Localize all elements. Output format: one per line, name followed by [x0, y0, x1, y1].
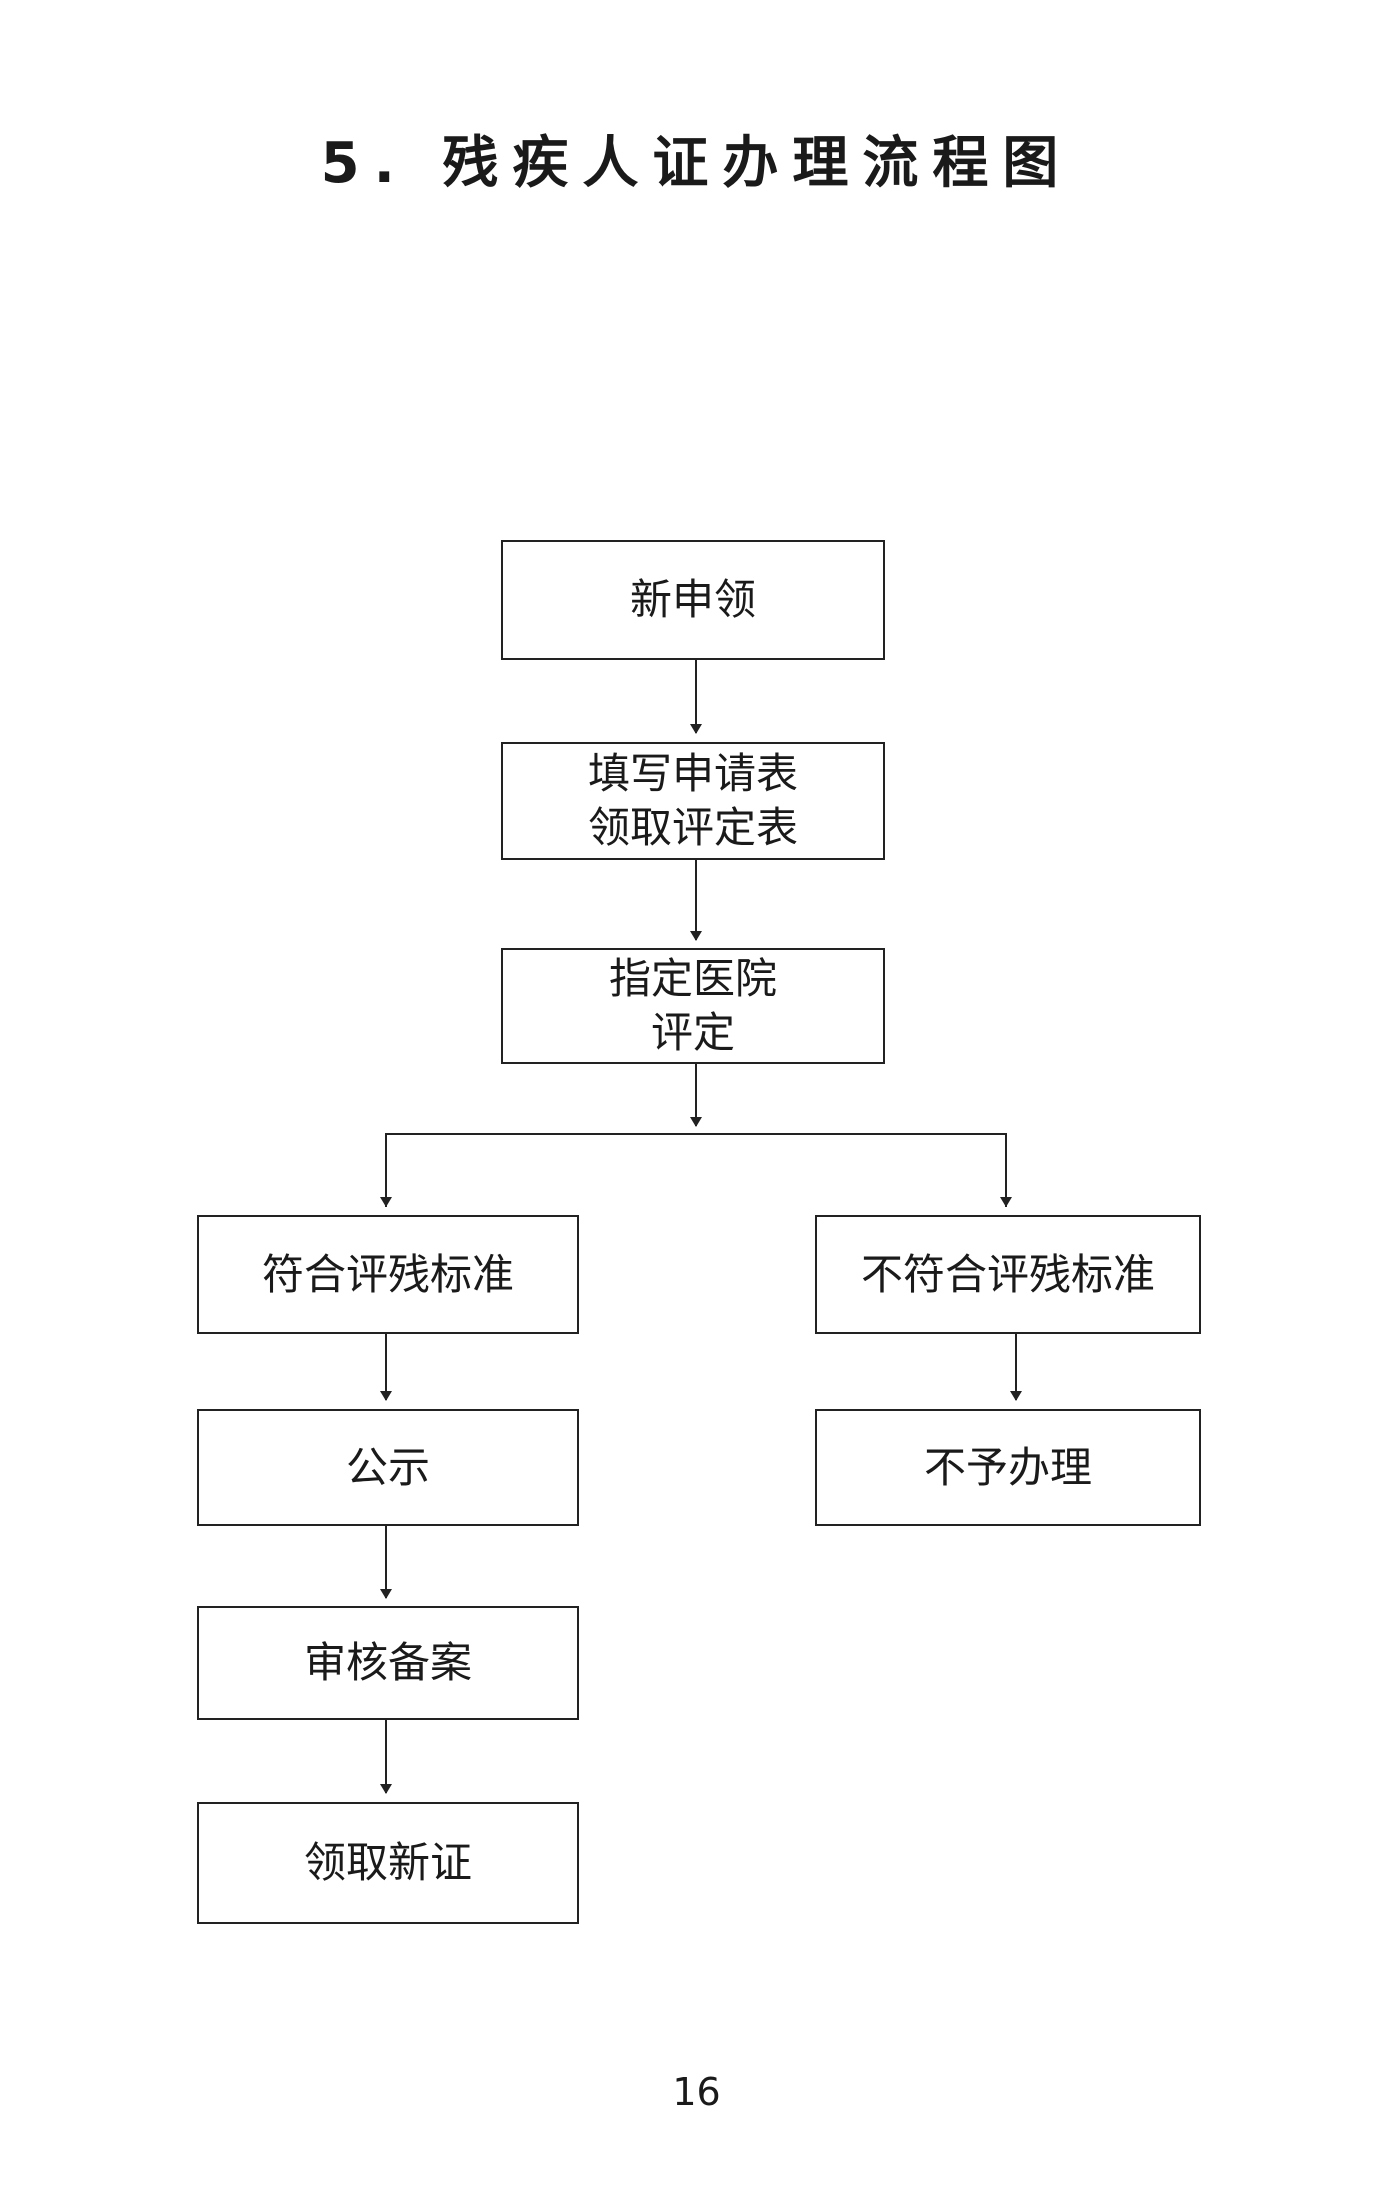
node-hospital-evaluation: 指定医院 评定: [501, 948, 885, 1064]
page-title: 5. 残疾人证办理流程图: [320, 131, 1073, 196]
node-label-line1: 指定医院: [608, 954, 777, 1003]
node-label: 审核备案: [303, 1638, 472, 1687]
node-label: 不予办理: [923, 1442, 1092, 1492]
node-publicize: 公示: [197, 1409, 579, 1526]
node-label: 不符合评残标准: [860, 1249, 1155, 1299]
node-label-line2: 评定: [650, 1008, 735, 1057]
branch-line: [385, 1133, 1007, 1207]
node-label-line1: 填写申请表: [587, 749, 798, 798]
node-meets-standard: 符合评残标准: [197, 1215, 579, 1334]
node-not-processed: 不予办理: [815, 1409, 1201, 1526]
node-label: 公示: [345, 1442, 430, 1492]
node-label: 符合评残标准: [261, 1249, 514, 1299]
node-new-application: 新申领: [501, 540, 885, 660]
node-label-line2: 领取评定表: [587, 803, 798, 852]
node-label: 领取新证: [303, 1838, 472, 1887]
node-label: 新申领: [629, 575, 756, 624]
node-review-filing: 审核备案: [197, 1606, 579, 1720]
page-number: 16: [672, 2070, 721, 2114]
node-collect-certificate: 领取新证: [197, 1802, 579, 1924]
node-not-meets-standard: 不符合评残标准: [815, 1215, 1201, 1334]
node-fill-form: 填写申请表 领取评定表: [501, 742, 885, 860]
